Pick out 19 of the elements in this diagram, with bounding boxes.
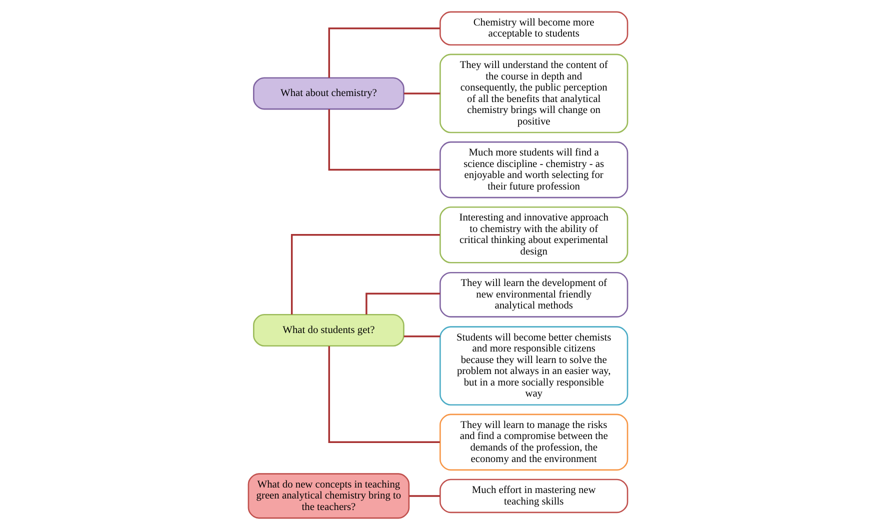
node-box: Much effort in mastering new teaching skills: [440, 478, 628, 514]
node-box: Students will become better chemists and more responsible citizens because they will learn to solve the problem not always in an easier way, but in a more socially responsible way: [440, 326, 628, 406]
connector: [328, 346, 440, 444]
connector: [328, 109, 440, 171]
node-box: Chemistry will become more acceptable to students: [440, 11, 628, 46]
node-box: They will learn the development of new environmental friendly analytical methods: [440, 272, 628, 318]
connector: [366, 292, 440, 315]
connector: [404, 335, 440, 338]
node-box: What do new concepts in teaching green analytical chemistry bring to the teachers?: [248, 473, 410, 519]
connector: [409, 495, 440, 497]
node-box: Interesting and innovative approach to chemistry with the ability of critical thinking about experimental design: [440, 206, 628, 264]
node-box: They will learn to manage the risks and find a compromise between the demands of the profession, the economy and the environment: [440, 414, 628, 471]
node-box: What about chemistry?: [253, 77, 404, 110]
connector: [404, 92, 440, 94]
node-box: What do students get?: [253, 314, 404, 347]
node-box: They will understand the content of the course in depth and consequently, the public perception of all the benefits that analytical chemistry brings will change on positive: [440, 54, 628, 134]
connector: [328, 28, 440, 78]
connector: [290, 234, 440, 315]
node-box: Much more students will find a science discipline - chemistry - as enjoyable and worth selecting for their future profession: [440, 141, 628, 198]
